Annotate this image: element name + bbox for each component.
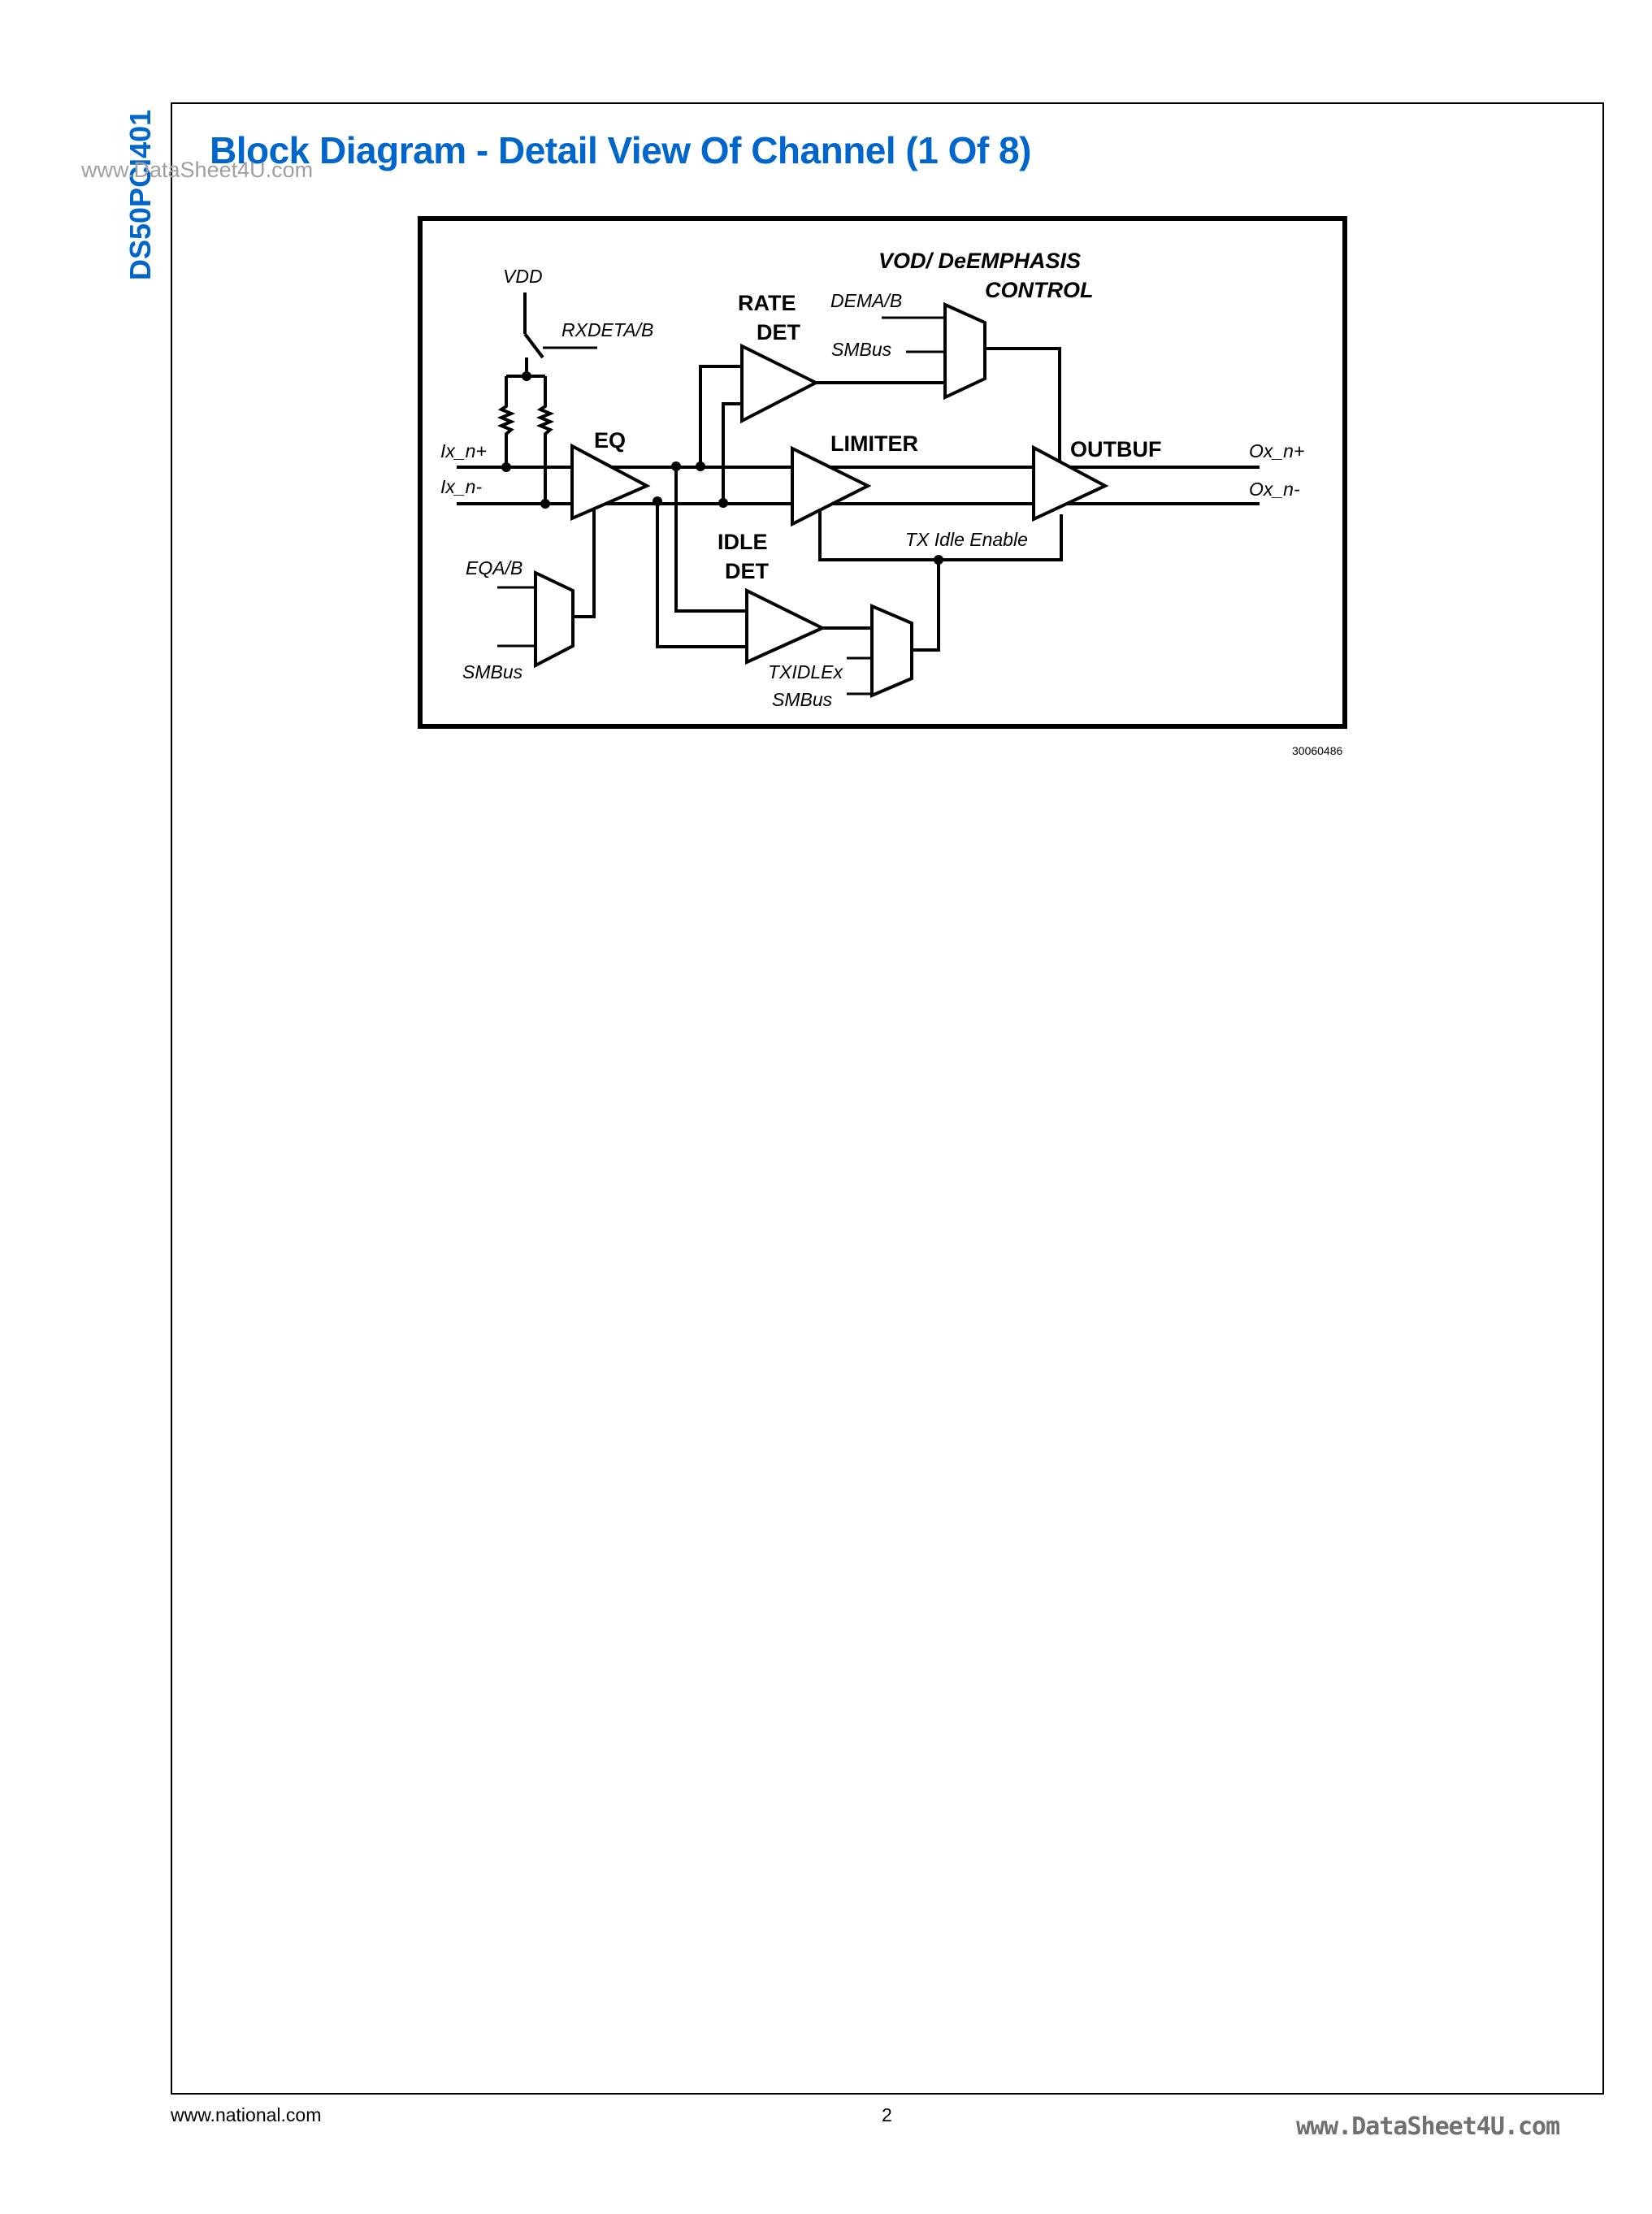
label-eqab: EQA/B bbox=[466, 557, 522, 578]
label-outbuf: OUTBUF bbox=[1070, 437, 1161, 461]
page-frame bbox=[171, 102, 1604, 2095]
termination-resistors bbox=[496, 376, 555, 504]
label-limiter: LIMITER bbox=[830, 431, 918, 456]
dema-mux bbox=[943, 301, 986, 401]
footer-website-link[interactable]: www.national.com bbox=[171, 2104, 322, 2125]
eq-amplifier bbox=[570, 443, 651, 522]
label-smbus-idle: SMBus bbox=[772, 689, 833, 710]
label-txidlex: TXIDLEx bbox=[768, 661, 844, 682]
eq-mux bbox=[534, 570, 575, 669]
page-number: 2 bbox=[882, 2104, 892, 2125]
figure-number: 30060486 bbox=[1292, 744, 1343, 757]
limiter-amplifier bbox=[791, 445, 872, 527]
label-input-negative: Ix_n- bbox=[440, 476, 482, 497]
rate-det-amplifier bbox=[740, 343, 820, 424]
label-rxdet: RXDETA/B bbox=[562, 319, 653, 340]
label-idle-det: DET bbox=[725, 559, 770, 583]
side-part-number: DS50PCI401 bbox=[124, 109, 157, 280]
outbuf-amplifier bbox=[1032, 444, 1109, 522]
label-eq: EQ bbox=[594, 428, 626, 453]
label-smbus-eq: SMBus bbox=[462, 661, 523, 682]
label-output-negative: Ox_n- bbox=[1249, 479, 1300, 500]
label-dema: DEMA/B bbox=[830, 290, 902, 311]
section-title: Block Diagram - Detail View Of Channel (… bbox=[210, 129, 1031, 171]
diagram-border bbox=[418, 216, 1347, 729]
label-idle: IDLE bbox=[718, 530, 768, 554]
label-smbus-dema: SMBus bbox=[831, 339, 892, 360]
footer-watermark: www.DataSheet4U.com bbox=[1296, 2112, 1560, 2141]
watermark-top: www.DataSheet4U.com bbox=[81, 158, 314, 182]
label-tx-idle-enable: TX Idle Enable bbox=[905, 529, 1028, 550]
label-rate-det: DET bbox=[757, 320, 801, 344]
label-vdd: VDD bbox=[503, 266, 543, 287]
label-output-positive: Ox_n+ bbox=[1249, 440, 1304, 461]
label-control: CONTROL bbox=[985, 278, 1093, 302]
label-rate: RATE bbox=[738, 291, 796, 315]
label-input-positive: Ix_n+ bbox=[440, 440, 487, 461]
idle-det-amplifier bbox=[745, 587, 826, 665]
block-diagram: VDD RXDETA/B RATE DET DEMA/B SMBus VOD/ … bbox=[418, 216, 1347, 757]
idle-mux bbox=[870, 603, 913, 699]
label-vod: VOD/ DeEMPHASIS bbox=[878, 249, 1081, 273]
junction-dots bbox=[501, 371, 943, 565]
